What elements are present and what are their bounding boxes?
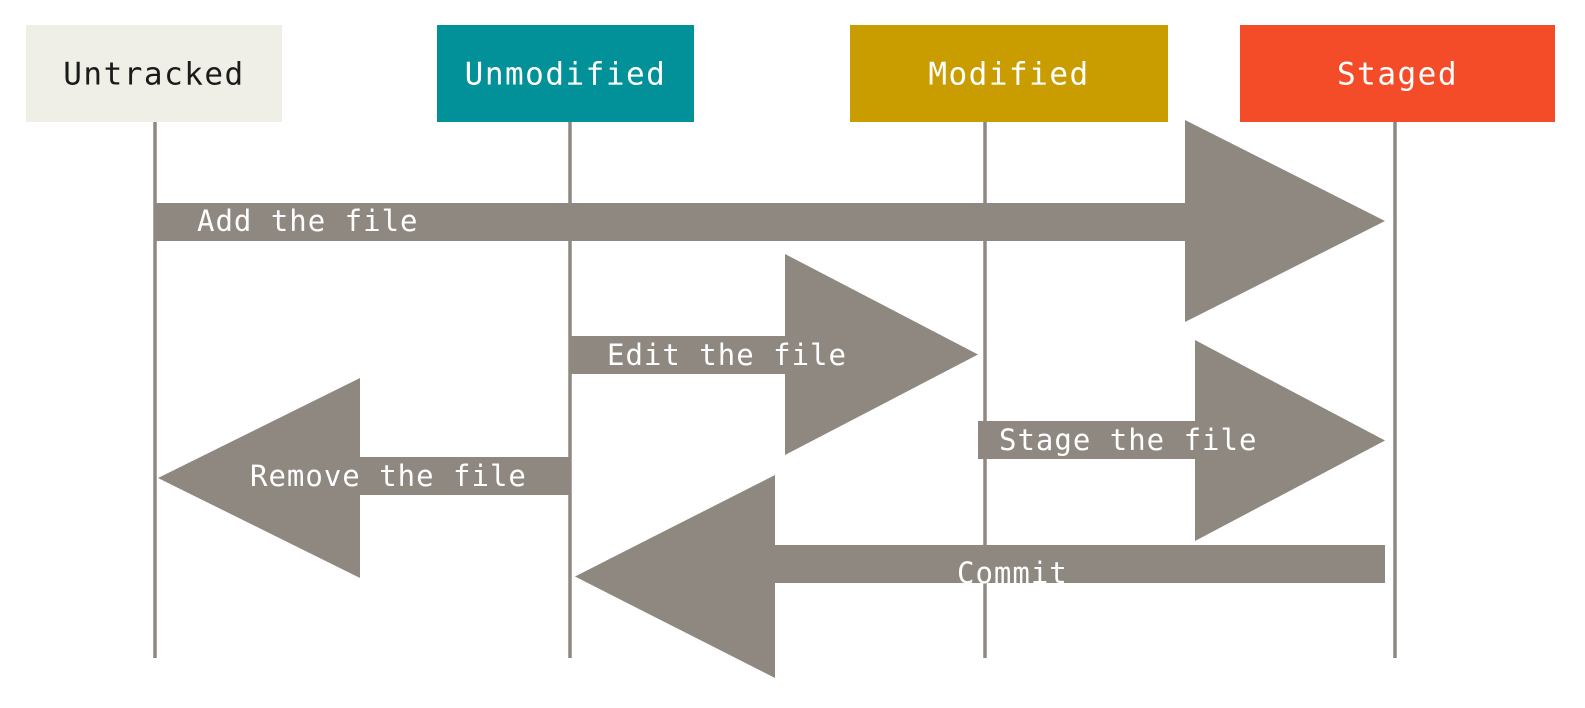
transition-remove-the-file: Remove the file bbox=[158, 378, 570, 578]
arrow-label-stage-the-file: Stage the file bbox=[999, 423, 1257, 457]
arrow-shaft-commit bbox=[775, 545, 1385, 583]
arrow-label-edit-the-file: Edit the file bbox=[607, 338, 847, 372]
state-label-untracked: Untracked bbox=[63, 57, 244, 93]
arrow-label-remove-the-file: Remove the file bbox=[250, 459, 527, 493]
state-modified[interactable]: Modified bbox=[850, 25, 1168, 122]
transition-add-the-file: Add the file bbox=[155, 120, 1385, 322]
arrow-shaft-remove-the-file bbox=[360, 457, 570, 495]
state-box-unmodified[interactable] bbox=[437, 25, 694, 122]
state-label-staged: Staged bbox=[1337, 57, 1458, 93]
state-staged[interactable]: Staged bbox=[1240, 25, 1555, 122]
arrowhead-add-the-file bbox=[1185, 120, 1385, 322]
state-boxes-group: Untracked Unmodified Modified Staged bbox=[26, 25, 1555, 122]
state-label-unmodified: Unmodified bbox=[465, 57, 667, 93]
arrow-label-add-the-file: Add the file bbox=[197, 204, 419, 238]
state-unmodified[interactable]: Unmodified bbox=[437, 25, 694, 122]
arrowhead-stage-the-file bbox=[1195, 340, 1385, 541]
arrow-shaft-edit-the-file bbox=[570, 336, 785, 374]
arrow-shaft-add-the-file bbox=[155, 203, 1185, 241]
state-box-untracked[interactable] bbox=[26, 25, 282, 122]
state-box-modified[interactable] bbox=[850, 25, 1168, 122]
state-label-modified: Modified bbox=[928, 57, 1089, 93]
arrow-label-commit: Commit bbox=[957, 556, 1068, 590]
arrowhead-commit bbox=[575, 475, 775, 678]
state-box-staged[interactable] bbox=[1240, 25, 1555, 122]
transition-edit-the-file: Edit the file bbox=[570, 254, 978, 455]
arrowhead-edit-the-file bbox=[785, 254, 978, 455]
arrow-shaft-stage-the-file bbox=[978, 421, 1195, 459]
transition-commit: Commit bbox=[575, 475, 1385, 678]
transition-stage-the-file: Stage the file bbox=[978, 340, 1385, 541]
arrowhead-remove-the-file bbox=[158, 378, 360, 578]
state-untracked[interactable]: Untracked bbox=[26, 25, 282, 122]
